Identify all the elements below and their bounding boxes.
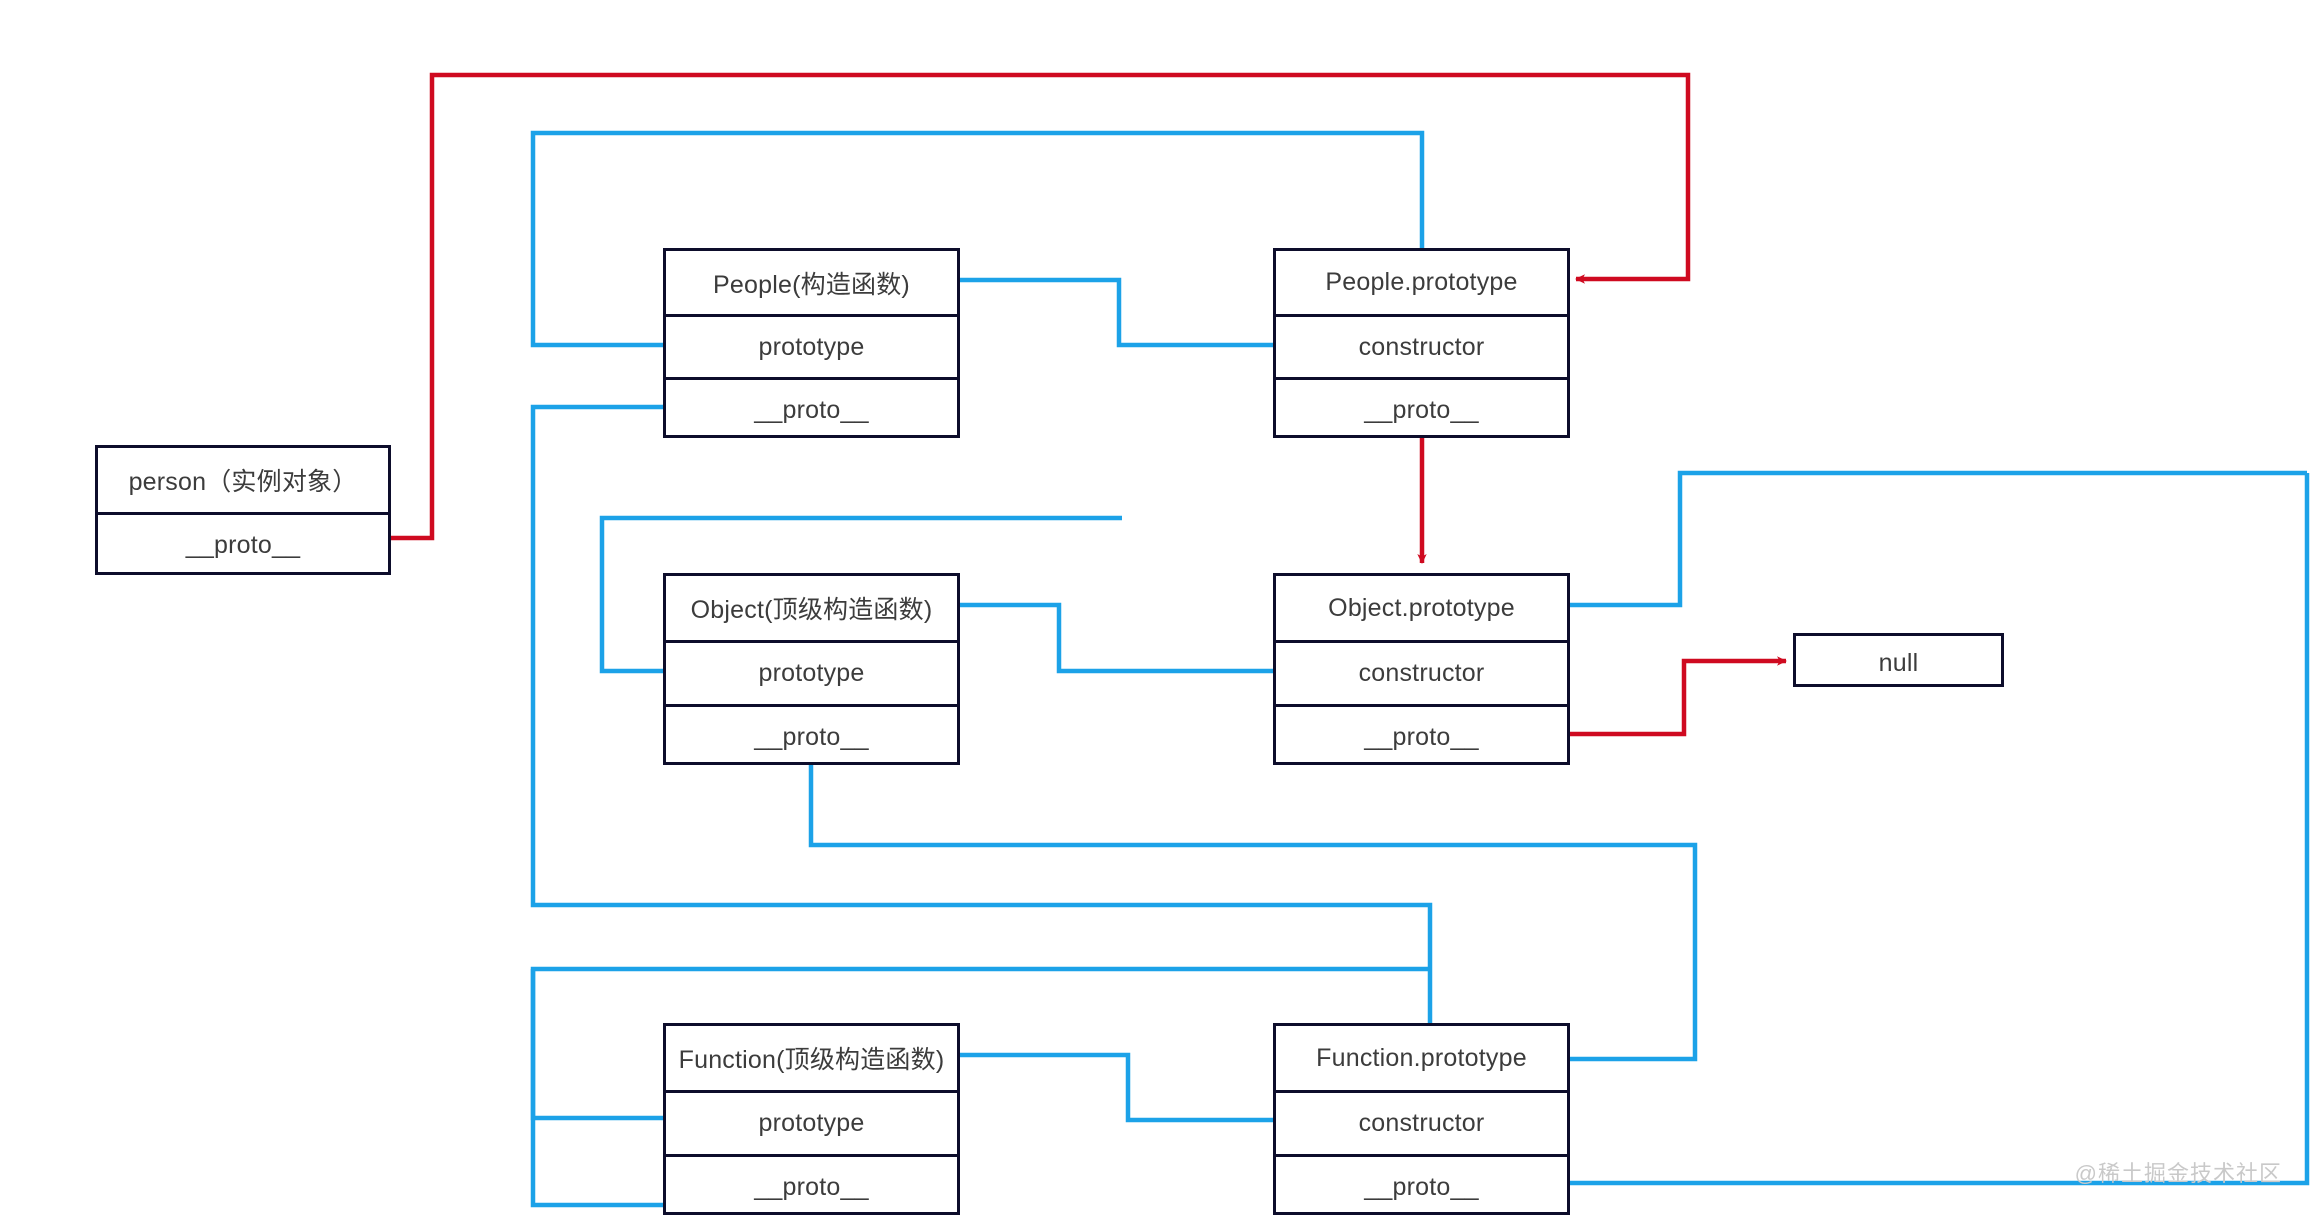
people-row-1: prototype — [666, 314, 957, 377]
object-row-0: Object(顶级构造函数) — [666, 576, 957, 640]
edge-people-title-to-people-prototype-constructor — [960, 277, 1273, 348]
object-prototype-row-1: constructor — [1276, 640, 1567, 704]
edge-function-proto-feed-left — [530, 969, 663, 1208]
edge-function-title-to-function-prototype-constructor — [960, 1052, 1273, 1123]
function-prototype-row-1-label: constructor — [1358, 1109, 1485, 1137]
people-row-0-label: People(构造函数) — [713, 270, 910, 299]
people-row-2-label: __proto__ — [754, 396, 869, 424]
people-row-1-label: prototype — [758, 332, 865, 361]
null-row-0: null — [1796, 636, 2001, 690]
edge-object-proto-to-function-prototype-top — [808, 765, 1698, 1062]
people-row-2: __proto__ — [666, 377, 957, 441]
function-constructor-box: Function(顶级构造函数) prototype __proto__ — [663, 1023, 960, 1215]
person-row-1-label: __proto__ — [185, 530, 301, 559]
edge-function-prototype-proto-to-object-prototype — [1570, 473, 2310, 1186]
people-row-0: People(构造函数) — [666, 251, 957, 314]
object-prototype-row-1-label: constructor — [1358, 659, 1485, 687]
object-prototype-row-2-label: __proto__ — [1364, 723, 1479, 751]
object-prototype-box: Object.prototype constructor __proto__ — [1273, 573, 1570, 765]
function-row-0: Function(顶级构造函数) — [666, 1026, 957, 1090]
object-row-1: prototype — [666, 640, 957, 704]
people-prototype-row-1: constructor — [1276, 314, 1567, 377]
object-prototype-row-0: Object.prototype — [1276, 576, 1567, 640]
function-prototype-row-2-label: __proto__ — [1364, 1173, 1479, 1201]
people-prototype-row-2-label: __proto__ — [1364, 396, 1479, 424]
null-row-0-label: null — [1878, 648, 1919, 677]
object-row-2: __proto__ — [666, 704, 957, 768]
edge-object-title-to-object-prototype-constructor — [960, 602, 1273, 674]
edge-object-prototype-feed-left — [599, 515, 1122, 674]
edge-object-prototype-proto-to-null — [1570, 656, 1787, 737]
function-row-0-label: Function(顶级构造函数) — [678, 1046, 945, 1074]
function-prototype-box: Function.prototype constructor __proto__ — [1273, 1023, 1570, 1215]
person-row-1: __proto__ — [98, 512, 388, 575]
function-prototype-row-1: constructor — [1276, 1090, 1567, 1154]
object-row-1-label: prototype — [758, 659, 865, 687]
person-box: person（实例对象） __proto__ — [95, 445, 391, 575]
people-prototype-row-1-label: constructor — [1358, 332, 1485, 361]
people-prototype-row-0: People.prototype — [1276, 251, 1567, 314]
object-row-2-label: __proto__ — [754, 723, 869, 751]
function-row-2: __proto__ — [666, 1154, 957, 1218]
function-row-1-label: prototype — [758, 1109, 865, 1137]
function-row-2-label: __proto__ — [754, 1173, 869, 1201]
edge-people-prototype-row-to-people-prototype-box — [530, 130, 1425, 348]
function-prototype-row-0-label: Function.prototype — [1316, 1043, 1527, 1072]
null-box: null — [1793, 633, 2004, 687]
object-prototype-row-0-label: Object.prototype — [1328, 593, 1515, 622]
people-constructor-box: People(构造函数) prototype __proto__ — [663, 248, 960, 438]
people-prototype-row-0-label: People.prototype — [1325, 268, 1518, 296]
object-constructor-box: Object(顶级构造函数) prototype __proto__ — [663, 573, 960, 765]
person-row-0: person（实例对象） — [98, 448, 388, 512]
function-row-1: prototype — [666, 1090, 957, 1154]
edge-people-proto-to-function-prototype — [530, 404, 1433, 1023]
person-row-0-label: person（实例对象） — [128, 468, 358, 496]
object-row-0-label: Object(顶级构造函数) — [690, 596, 933, 624]
function-prototype-row-0: Function.prototype — [1276, 1026, 1567, 1090]
function-prototype-row-2: __proto__ — [1276, 1154, 1567, 1218]
people-prototype-box: People.prototype constructor __proto__ — [1273, 248, 1570, 438]
object-prototype-row-2: __proto__ — [1276, 704, 1567, 768]
people-prototype-row-2: __proto__ — [1276, 377, 1567, 441]
watermark-label: @稀土掘金技术社区 — [2074, 1161, 2282, 1186]
edge-person-proto-to-people-prototype — [391, 72, 1691, 541]
edge-object-prototype-title-to-object-prototype-row — [1570, 470, 2307, 608]
